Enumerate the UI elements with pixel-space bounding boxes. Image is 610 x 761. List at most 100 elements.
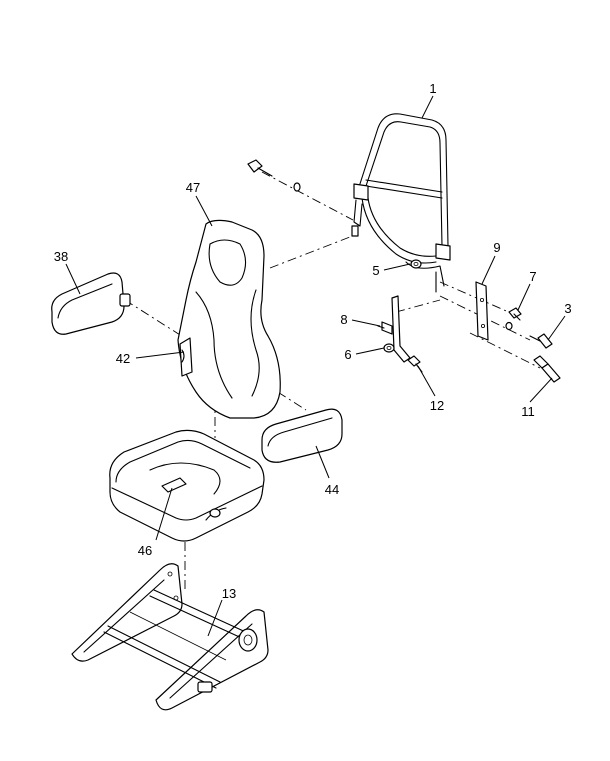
assembly-line-top-bolt bbox=[261, 171, 354, 221]
frame-front-bar-b bbox=[107, 625, 221, 683]
callout-46: 46 bbox=[138, 543, 152, 558]
right-armrest-edge bbox=[267, 417, 333, 447]
leader-12 bbox=[417, 365, 436, 397]
leader-42 bbox=[135, 351, 185, 359]
part-44-right-armrest bbox=[261, 408, 343, 463]
part-46-seat-cushion bbox=[109, 429, 265, 542]
bracket-8 bbox=[391, 295, 411, 363]
bolt-3-head bbox=[537, 333, 553, 349]
washer-3 bbox=[505, 321, 513, 331]
right-armrest-body bbox=[261, 408, 343, 463]
handle-tube-outer bbox=[357, 113, 449, 247]
backrest-recliner-handle bbox=[179, 337, 193, 377]
leader-8 bbox=[351, 319, 381, 327]
handle-lower-tube-a bbox=[361, 197, 437, 264]
leader-6 bbox=[355, 347, 385, 355]
leader-3 bbox=[547, 315, 566, 341]
cushion-lever bbox=[161, 477, 187, 493]
screw-12-head bbox=[407, 355, 421, 367]
top-bolt-shank bbox=[257, 167, 273, 177]
handle-clamp-right bbox=[435, 243, 451, 261]
part-7-bolt bbox=[508, 307, 522, 321]
handle-crossbar-top bbox=[365, 179, 443, 193]
assembly-line-backrest-bracket bbox=[269, 234, 356, 269]
cushion-side-adjuster bbox=[209, 508, 221, 518]
part-1-grab-handle bbox=[351, 113, 451, 293]
leader-5 bbox=[383, 263, 411, 271]
nut-5 bbox=[410, 259, 422, 269]
leader-lines bbox=[65, 95, 566, 637]
bolt-7-head bbox=[508, 307, 522, 319]
top-bolt-hardware bbox=[247, 159, 301, 192]
nut-6 bbox=[383, 343, 395, 353]
leader-38 bbox=[65, 263, 81, 295]
cushion-front-edge bbox=[111, 485, 263, 521]
callout-42: 42 bbox=[116, 351, 130, 366]
top-washer bbox=[293, 182, 301, 192]
callout-44: 44 bbox=[325, 482, 339, 497]
callout-13: 13 bbox=[222, 586, 236, 601]
frame-latch bbox=[197, 681, 213, 693]
callout-7: 7 bbox=[529, 269, 536, 284]
frame-front-bar-a bbox=[103, 631, 217, 689]
frame-left-rail bbox=[71, 563, 183, 662]
handle-tab-left bbox=[353, 199, 363, 227]
handle-tab-nut bbox=[351, 225, 359, 237]
assembly-line-bracket-8 bbox=[395, 299, 441, 313]
leader-7 bbox=[517, 283, 531, 311]
part-8-bracket bbox=[377, 295, 411, 363]
leader-11 bbox=[529, 377, 553, 403]
backrest-side-contour-left bbox=[195, 291, 233, 399]
callout-1: 1 bbox=[429, 81, 436, 96]
leader-1 bbox=[421, 95, 434, 119]
cushion-body bbox=[109, 429, 265, 542]
frame-rear-bar-b bbox=[153, 589, 251, 635]
handle-foot bbox=[405, 261, 445, 287]
callout-11: 11 bbox=[521, 404, 535, 419]
leader-46 bbox=[155, 487, 173, 541]
handle-tube-inner bbox=[363, 121, 443, 247]
callout-labels: 1 3 5 6 7 8 9 11 12 13 38 42 44 46 47 bbox=[54, 81, 572, 601]
leader-9 bbox=[481, 255, 496, 285]
callout-38: 38 bbox=[54, 249, 68, 264]
part-38-left-armrest bbox=[51, 272, 131, 335]
part-5-nut bbox=[410, 259, 422, 269]
frame-adjust-knob bbox=[238, 628, 258, 652]
handle-clamp-left bbox=[353, 183, 369, 201]
part-9-mounting-plate bbox=[475, 281, 489, 341]
handle-lower-tube-b bbox=[367, 197, 437, 257]
assembly-line-left-armrest bbox=[124, 299, 189, 341]
frame-rear-bar-a bbox=[149, 595, 247, 641]
callout-12: 12 bbox=[430, 398, 444, 413]
callout-5: 5 bbox=[372, 263, 379, 278]
leader-13 bbox=[207, 599, 223, 637]
assembly-line-bolt-3 bbox=[439, 295, 531, 341]
backrest-side-contour-right bbox=[250, 289, 260, 397]
handle-crossbar-bottom bbox=[365, 185, 443, 199]
cushion-seat-contour bbox=[149, 462, 221, 495]
mounting-plate bbox=[475, 281, 489, 341]
left-armrest-pin bbox=[119, 293, 131, 307]
cushion-top-edge bbox=[115, 439, 251, 483]
callout-47: 47 bbox=[186, 180, 200, 195]
callout-8: 8 bbox=[340, 312, 347, 327]
part-6-nut bbox=[383, 343, 395, 353]
frame-left-slot bbox=[83, 579, 165, 653]
leader-44 bbox=[315, 445, 330, 479]
bolt-11-shank bbox=[541, 363, 561, 383]
callout-9: 9 bbox=[493, 240, 500, 255]
part-3-bolt bbox=[505, 321, 553, 349]
backrest-headrest-contour bbox=[208, 239, 247, 286]
leader-47 bbox=[195, 195, 213, 227]
frame-cross-plate bbox=[129, 611, 227, 661]
part-11-bolt bbox=[533, 355, 561, 383]
callout-3: 3 bbox=[564, 301, 571, 316]
callout-6: 6 bbox=[344, 347, 351, 362]
left-armrest-edge bbox=[57, 283, 113, 319]
top-bolt-head bbox=[247, 159, 263, 173]
assembly-line-bolt-11 bbox=[469, 332, 541, 369]
part-13-seat-frame bbox=[71, 563, 269, 711]
part-47-backrest bbox=[177, 219, 281, 419]
left-armrest-body bbox=[51, 272, 125, 335]
